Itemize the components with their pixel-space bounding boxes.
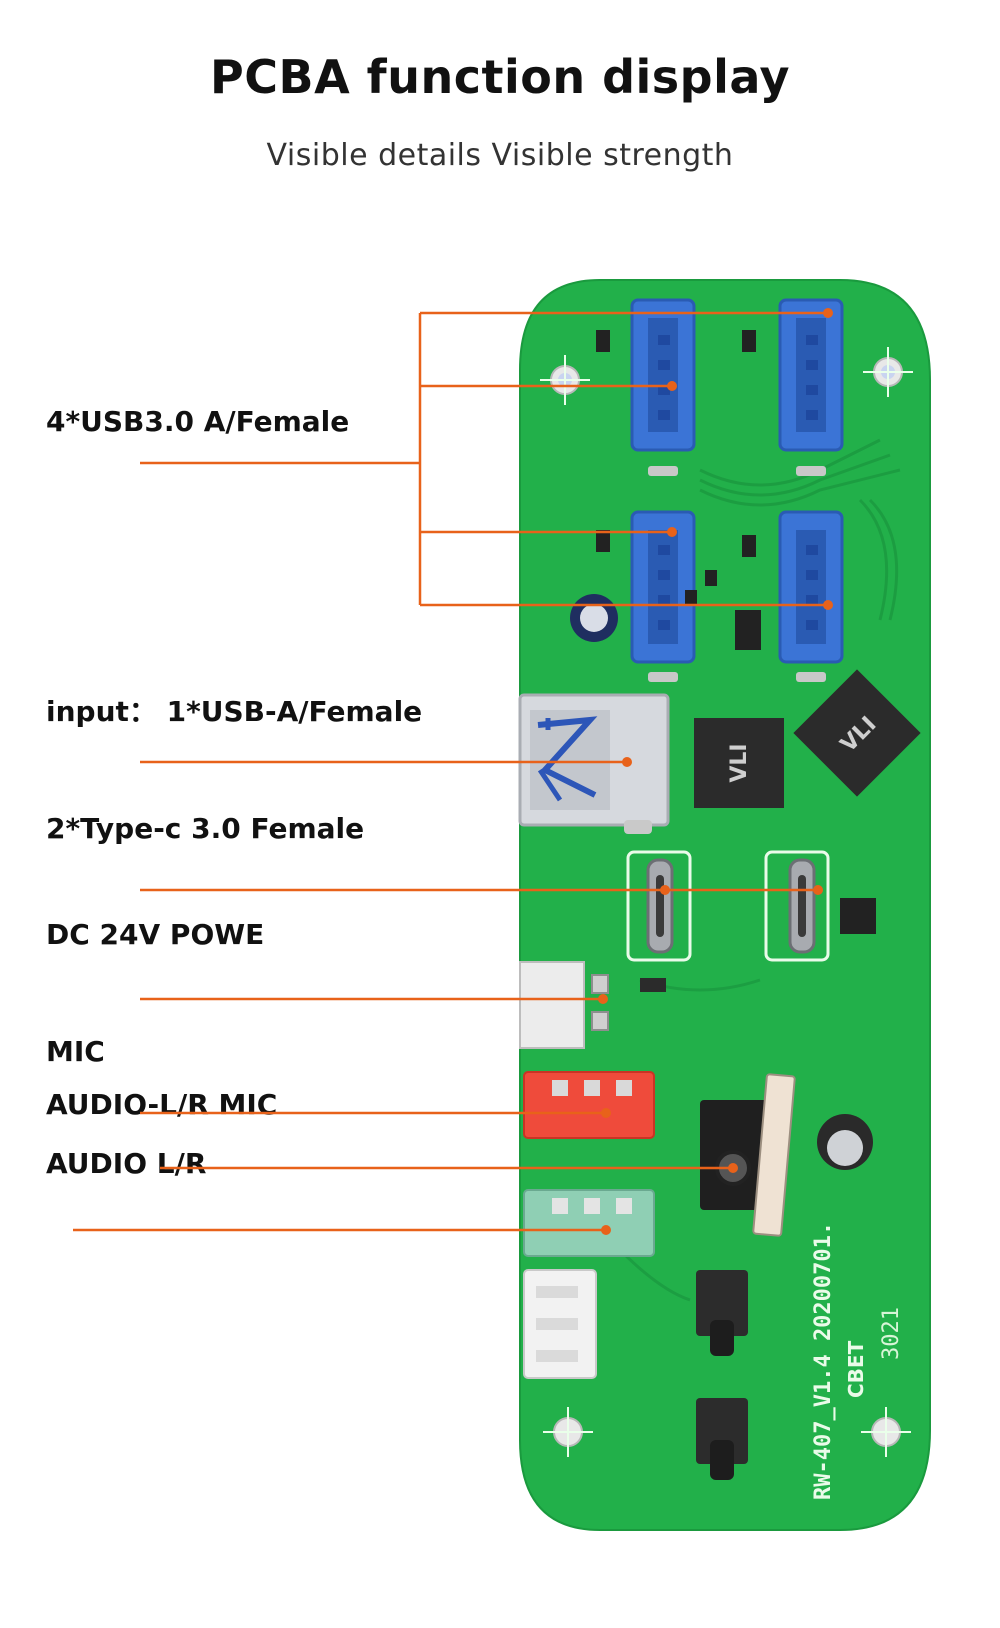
label-usb3-ports: 4*USB3.0 A/Female <box>46 405 350 438</box>
capacitor-ce1 <box>570 594 618 642</box>
callout-lines <box>73 311 828 1232</box>
type-c-port-2 <box>764 850 830 962</box>
usb3-port-4 <box>778 510 844 682</box>
usb-a-input-port <box>518 693 670 834</box>
tact-switch-k1 <box>696 1398 748 1480</box>
svg-text:VLI: VLI <box>727 743 752 782</box>
silkscreen-brand: CBET <box>844 1340 868 1398</box>
usb3-port-1 <box>630 298 696 476</box>
label-audio-lr-mic: AUDIO-L/R MIC <box>46 1088 278 1121</box>
silkscreen-version: RW-407_V1.4 20200701. <box>811 1222 836 1500</box>
callout-dots <box>598 308 833 1235</box>
white-connector-j12 <box>523 1269 597 1379</box>
capacitor-round <box>817 1114 873 1170</box>
label-usb-input: input： 1*USB-A/Female <box>46 695 423 728</box>
vli-chip-u6: VLI <box>694 718 784 808</box>
chip-u3 <box>840 898 876 934</box>
usb3-port-2 <box>778 298 844 476</box>
label-dc-power: DC 24V POWE <box>46 918 265 951</box>
page-subtitle: Visible details Visible strength <box>266 138 734 173</box>
mic-jack <box>523 1071 655 1139</box>
dc-power-connector <box>519 961 666 1049</box>
audio-lr-jack <box>523 1189 655 1257</box>
silkscreen-code: 3021 <box>879 1307 904 1360</box>
label-audio-lr: AUDIO L/R <box>46 1147 207 1180</box>
label-mic: MIC <box>46 1035 105 1068</box>
page-title: PCBA function display <box>210 50 790 104</box>
vli-chip-u8: VLI <box>793 669 921 797</box>
label-type-c-ports: 2*Type-c 3.0 Female <box>46 812 365 845</box>
mounting-holes <box>540 347 913 1457</box>
tact-switch-k2 <box>696 1270 748 1356</box>
usb3-port-3 <box>630 510 696 682</box>
